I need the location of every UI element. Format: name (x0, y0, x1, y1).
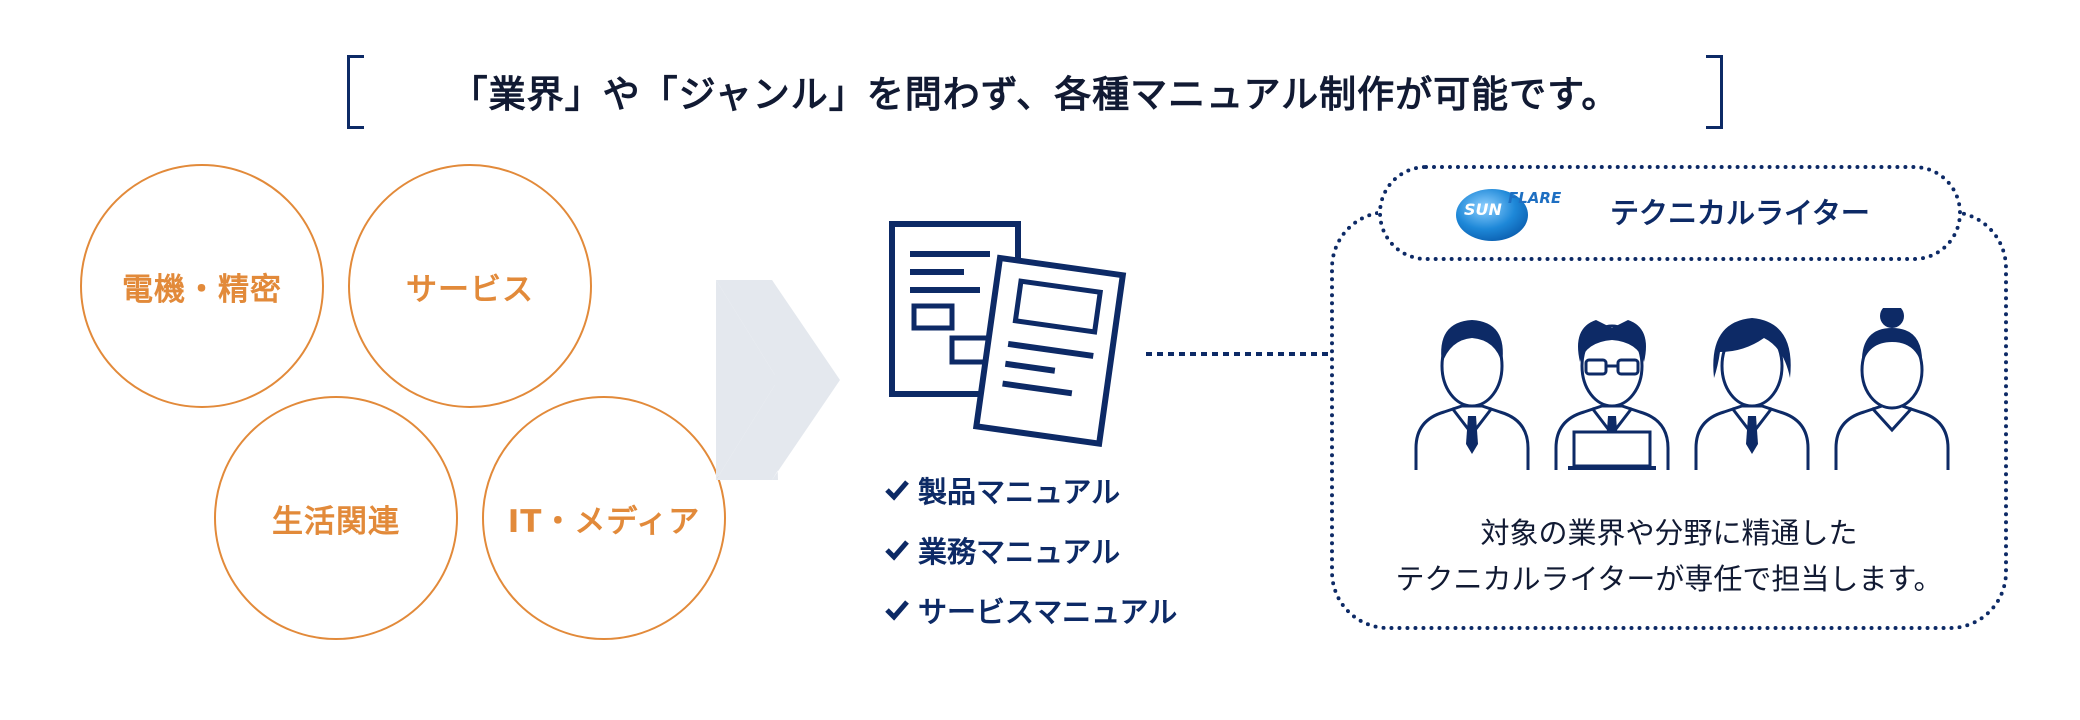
description-line-2: テクニカルライターが専任で担当します。 (1395, 562, 1943, 596)
manual-item-business: 業務マニュアル (884, 520, 1177, 580)
arrow-chevron-icon (716, 280, 840, 480)
sunflare-logo: SUN FLARE (1456, 189, 1562, 241)
left-bracket (347, 55, 364, 129)
manual-list: 製品マニュアル 業務マニュアル サービスマニュアル (884, 460, 1177, 640)
person-icon (1554, 320, 1670, 470)
logo-text-flare: FLARE (1508, 189, 1562, 207)
connector-line (1146, 352, 1334, 356)
category-label: サービス (406, 271, 534, 308)
check-icon (885, 540, 909, 561)
writer-description: 対象の業界や分野に精通した テクニカルライターが専任で担当します。 (1334, 510, 2004, 602)
check-icon (885, 600, 909, 621)
headline-text: 「業界」や「ジャンル」を問わず、各種マニュアル制作が可能です。 (450, 73, 1620, 116)
logo-text-sun: SUN (1464, 200, 1503, 219)
manual-item-service: サービスマニュアル (884, 580, 1177, 640)
person-icon (1414, 320, 1530, 470)
check-icon (885, 480, 909, 501)
manual-item-product: 製品マニュアル (884, 460, 1177, 520)
description-line-1: 対象の業界や分野に精通した (1480, 516, 1858, 550)
writer-title: テクニカルライター (1610, 196, 1870, 230)
category-circle-living: 生活関連 (214, 396, 458, 640)
writers-group (1414, 308, 1950, 470)
category-label: IT・メディア (507, 503, 701, 540)
category-label: 電機・精密 (122, 271, 282, 308)
right-bracket (1706, 55, 1723, 129)
category-circle-electric: 電機・精密 (80, 164, 324, 408)
category-circle-service: サービス (348, 164, 592, 408)
category-label: 生活関連 (272, 503, 400, 540)
headline: 「業界」や「ジャンル」を問わず、各種マニュアル制作が可能です。 (347, 55, 1723, 129)
category-circle-it-media: IT・メディア (482, 396, 726, 640)
person-icon (1834, 308, 1950, 470)
document-icon (889, 221, 1127, 447)
person-icon (1694, 318, 1810, 470)
